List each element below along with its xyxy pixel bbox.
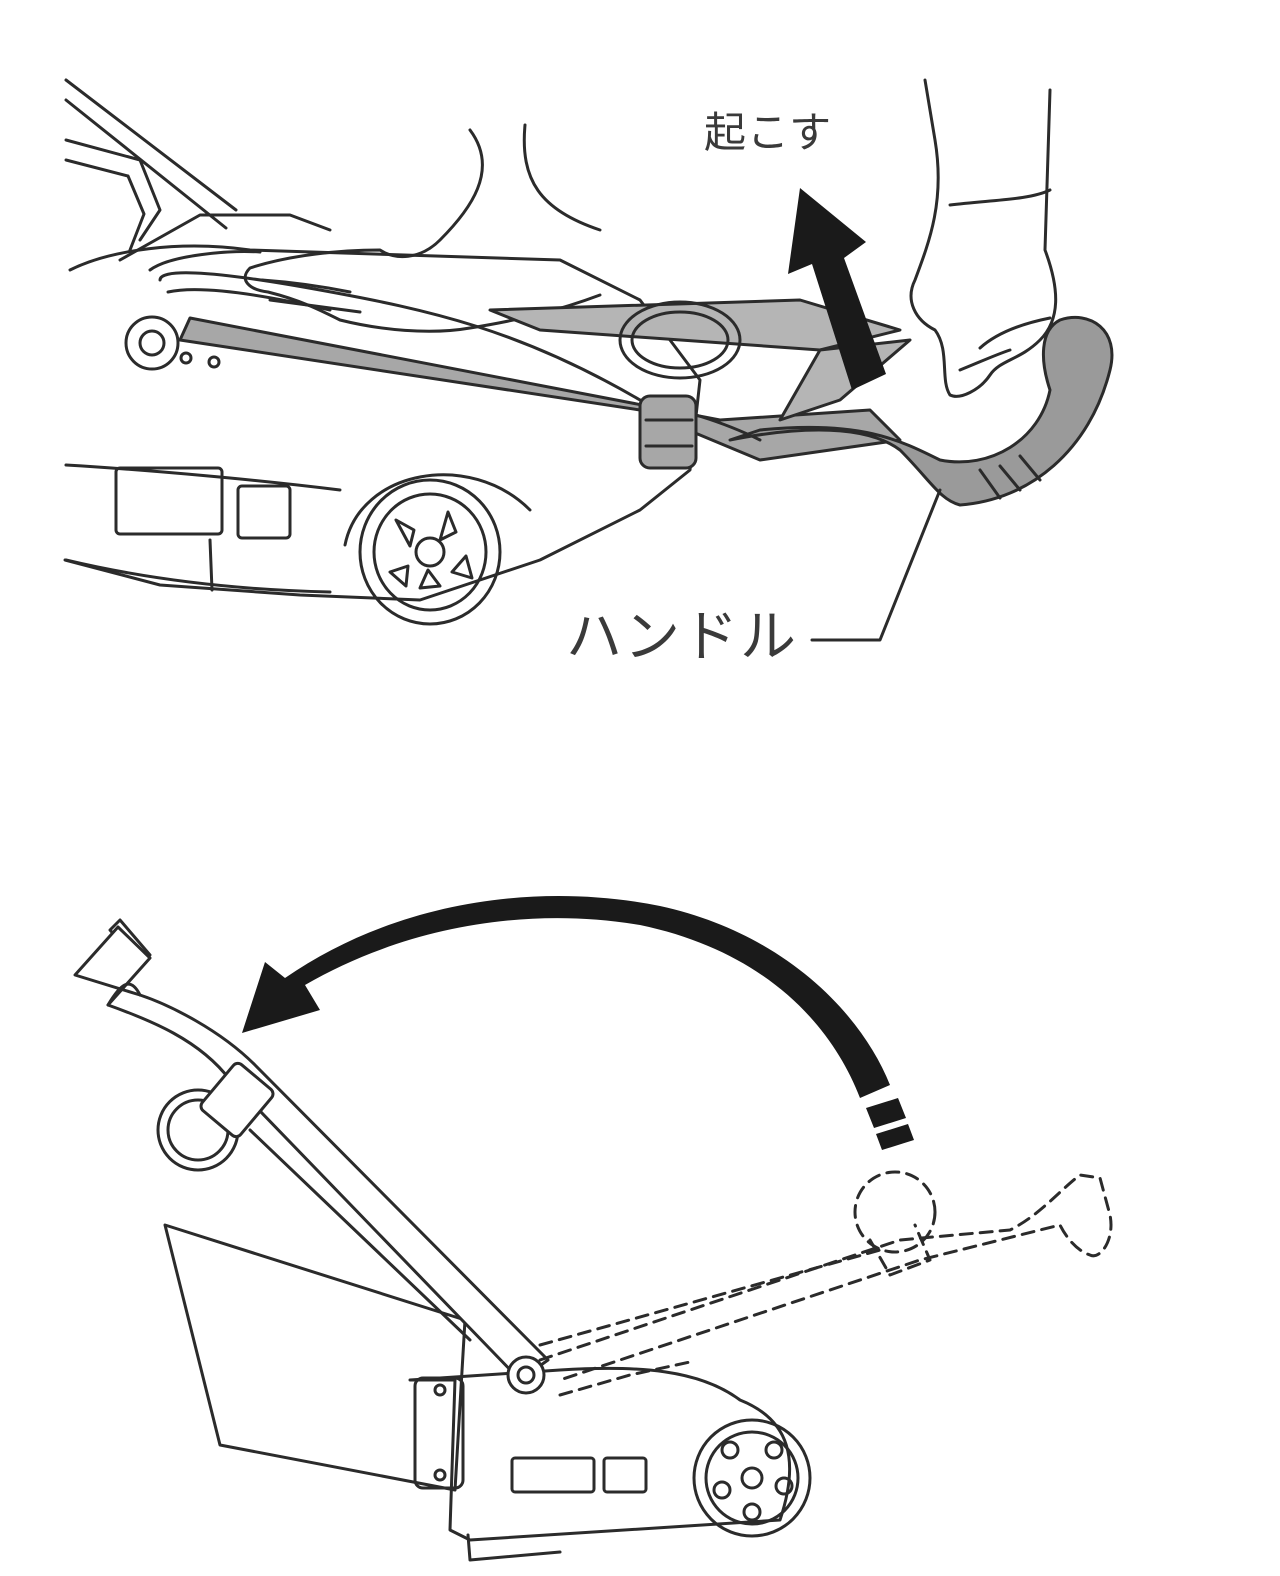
arrow-up-icon xyxy=(788,188,886,390)
raise-label: 起こす xyxy=(704,108,833,157)
unfolded-mower-figure xyxy=(73,918,812,1562)
handle-grip xyxy=(728,315,1114,507)
folded-handle-ghost xyxy=(538,1170,1113,1397)
curved-arrow-left-icon xyxy=(242,896,914,1150)
handle-label: ハンドル xyxy=(566,605,798,670)
folded-mower-figure xyxy=(63,78,1114,642)
